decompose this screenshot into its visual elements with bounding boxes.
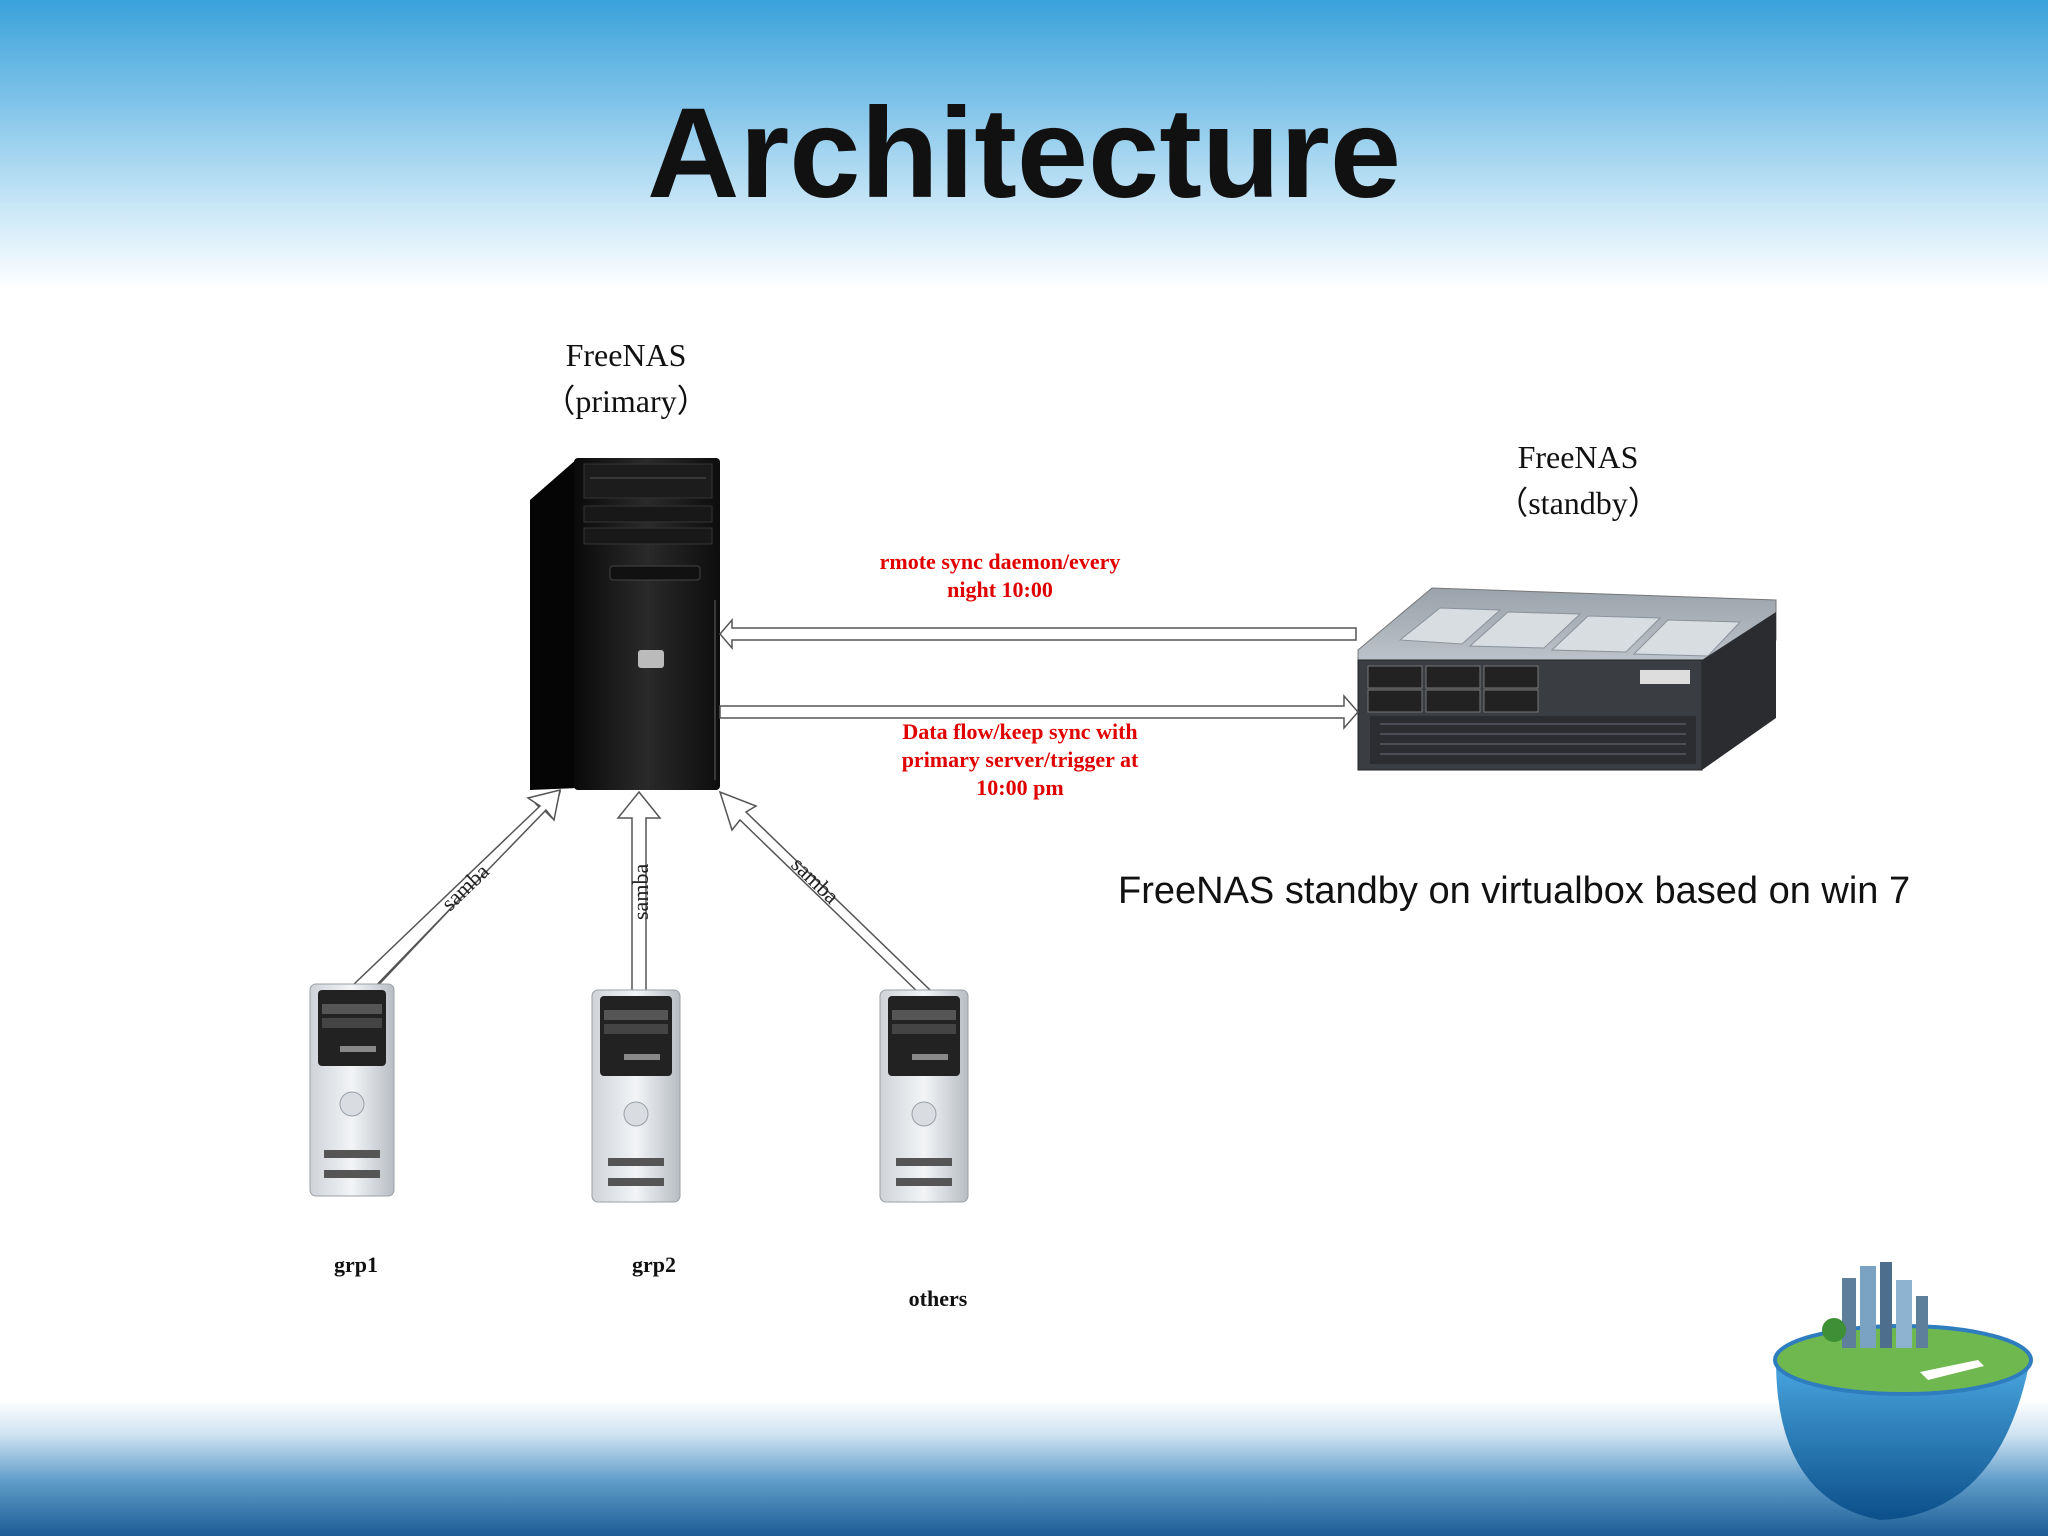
client-label-grp2: grp2 <box>632 1252 676 1277</box>
primary-label: FreeNAS （primary） <box>526 332 726 424</box>
footer-background <box>0 1400 2048 1536</box>
rsync-line-2: night 10:00 <box>947 577 1053 602</box>
client-computer-icon <box>879 989 969 1203</box>
rsync-line-1: rmote sync daemon/every <box>879 549 1121 574</box>
dataflow-annotation: Data flow/keep sync with primary server/… <box>860 718 1180 802</box>
primary-role: （primary） <box>543 383 709 419</box>
standby-role: （standby） <box>1496 485 1660 521</box>
dataflow-line-3: 10:00 pm <box>976 775 1064 800</box>
client-label-others: others <box>908 1286 968 1311</box>
samba-arrow-middle <box>616 790 662 995</box>
standby-label: FreeNAS （standby） <box>1478 434 1678 526</box>
primary-server-icon <box>530 458 720 790</box>
samba-label-middle: samba <box>628 864 653 920</box>
standby-server-icon <box>1357 587 1777 771</box>
samba-arrow-left <box>350 788 562 1000</box>
standby-name: FreeNAS <box>1517 439 1639 475</box>
samba-arrow-right <box>718 790 931 1000</box>
globe-city-logo <box>1773 1262 2033 1520</box>
rsync-arrow <box>719 617 1357 651</box>
primary-name: FreeNAS <box>565 337 687 373</box>
dataflow-arrow <box>719 694 1359 730</box>
dataflow-line-1: Data flow/keep sync with <box>902 719 1138 744</box>
rsync-annotation: rmote sync daemon/every night 10:00 <box>840 548 1160 604</box>
client-label-grp1: grp1 <box>334 1252 378 1277</box>
slide-title: Architecture <box>647 82 1401 225</box>
dataflow-line-2: primary server/trigger at <box>901 747 1139 772</box>
client-computer-icon <box>309 983 395 1197</box>
standby-note: FreeNAS standby on virtualbox based on w… <box>1118 870 1911 912</box>
client-computer-icon <box>591 989 681 1203</box>
header-background <box>0 0 2048 290</box>
